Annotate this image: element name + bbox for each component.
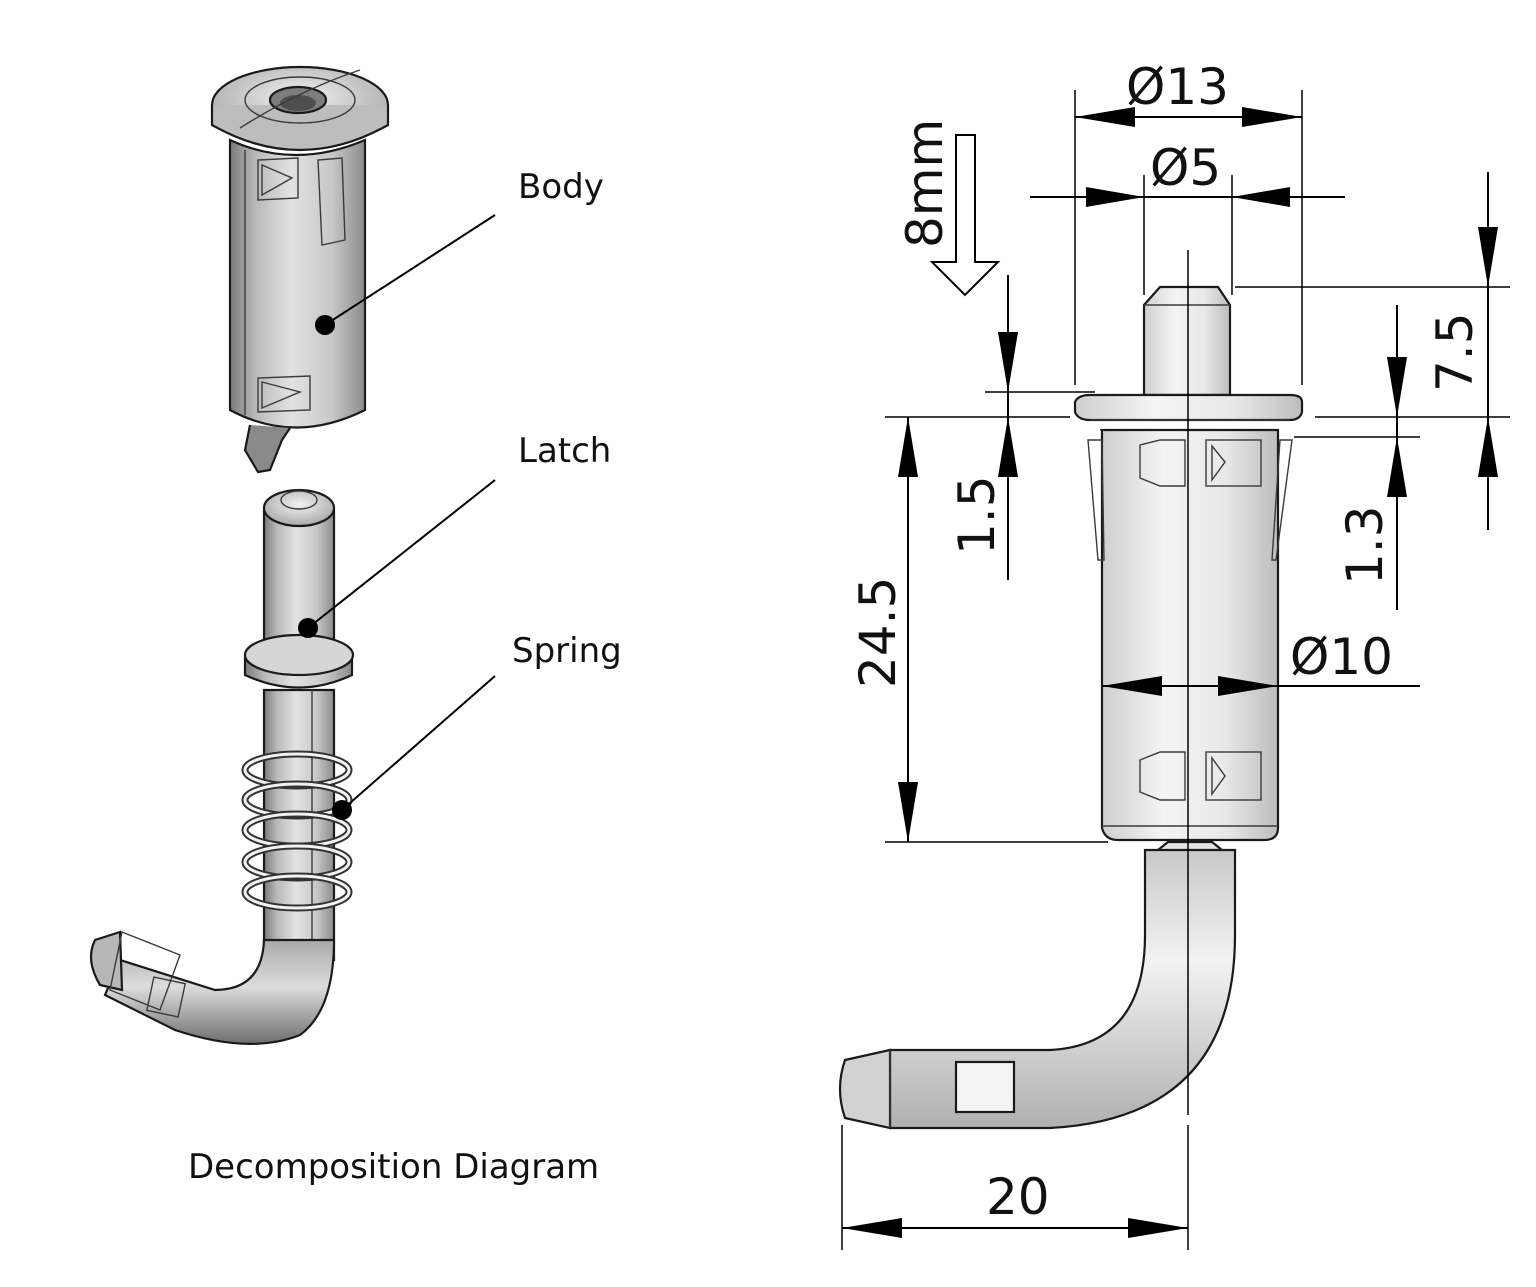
exploded-view: Body Latch Spring Decomposition Diagram (89, 65, 622, 1187)
body-cylinder (1087, 428, 1293, 842)
dim-dia-5: Ø5 (1030, 139, 1345, 295)
dim-dia-10: Ø10 (1102, 628, 1420, 696)
dim-dia-5-text: Ø5 (1150, 139, 1221, 197)
bent-leg (838, 848, 1237, 1130)
dim-body-24-5: 24.5 (849, 417, 1108, 843)
dim-gap-1-3-text: 1.3 (1336, 505, 1394, 585)
dim-flange-1-5: 1.5 (885, 275, 1095, 580)
dim-height-7-5-text: 7.5 (1426, 312, 1484, 392)
body-label: Body (518, 167, 604, 207)
dim-dia-13: Ø13 (1074, 58, 1303, 385)
dim-width-20-text: 20 (986, 1168, 1050, 1226)
spring-part (241, 750, 353, 912)
dim-travel-text: 8mm (896, 119, 954, 248)
latch-leader-dot (298, 618, 318, 638)
dim-width-20: 20 (841, 1125, 1189, 1250)
latch-part (89, 488, 355, 1045)
dimensioned-drawing: Ø13 Ø5 8mm 7.5 (838, 58, 1510, 1250)
dim-dia-13-text: Ø13 (1126, 58, 1229, 116)
spring-leader-dot (332, 800, 352, 820)
dim-flange-1-5-text: 1.5 (948, 475, 1006, 555)
diagram-caption: Decomposition Diagram (188, 1147, 599, 1187)
latch-label: Latch (518, 431, 611, 471)
dim-body-24-5-text: 24.5 (849, 577, 907, 688)
dim-travel: 8mm (896, 119, 1001, 297)
dim-height-7-5: 7.5 (1235, 172, 1510, 530)
body-leader-dot (315, 315, 335, 335)
pin-top (1142, 285, 1232, 397)
dim-gap-1-3: 1.3 (1294, 305, 1420, 610)
dim-dia-10-text: Ø10 (1290, 628, 1393, 686)
leader-lines (298, 214, 496, 820)
body-part (210, 65, 390, 474)
spring-label: Spring (512, 631, 622, 671)
